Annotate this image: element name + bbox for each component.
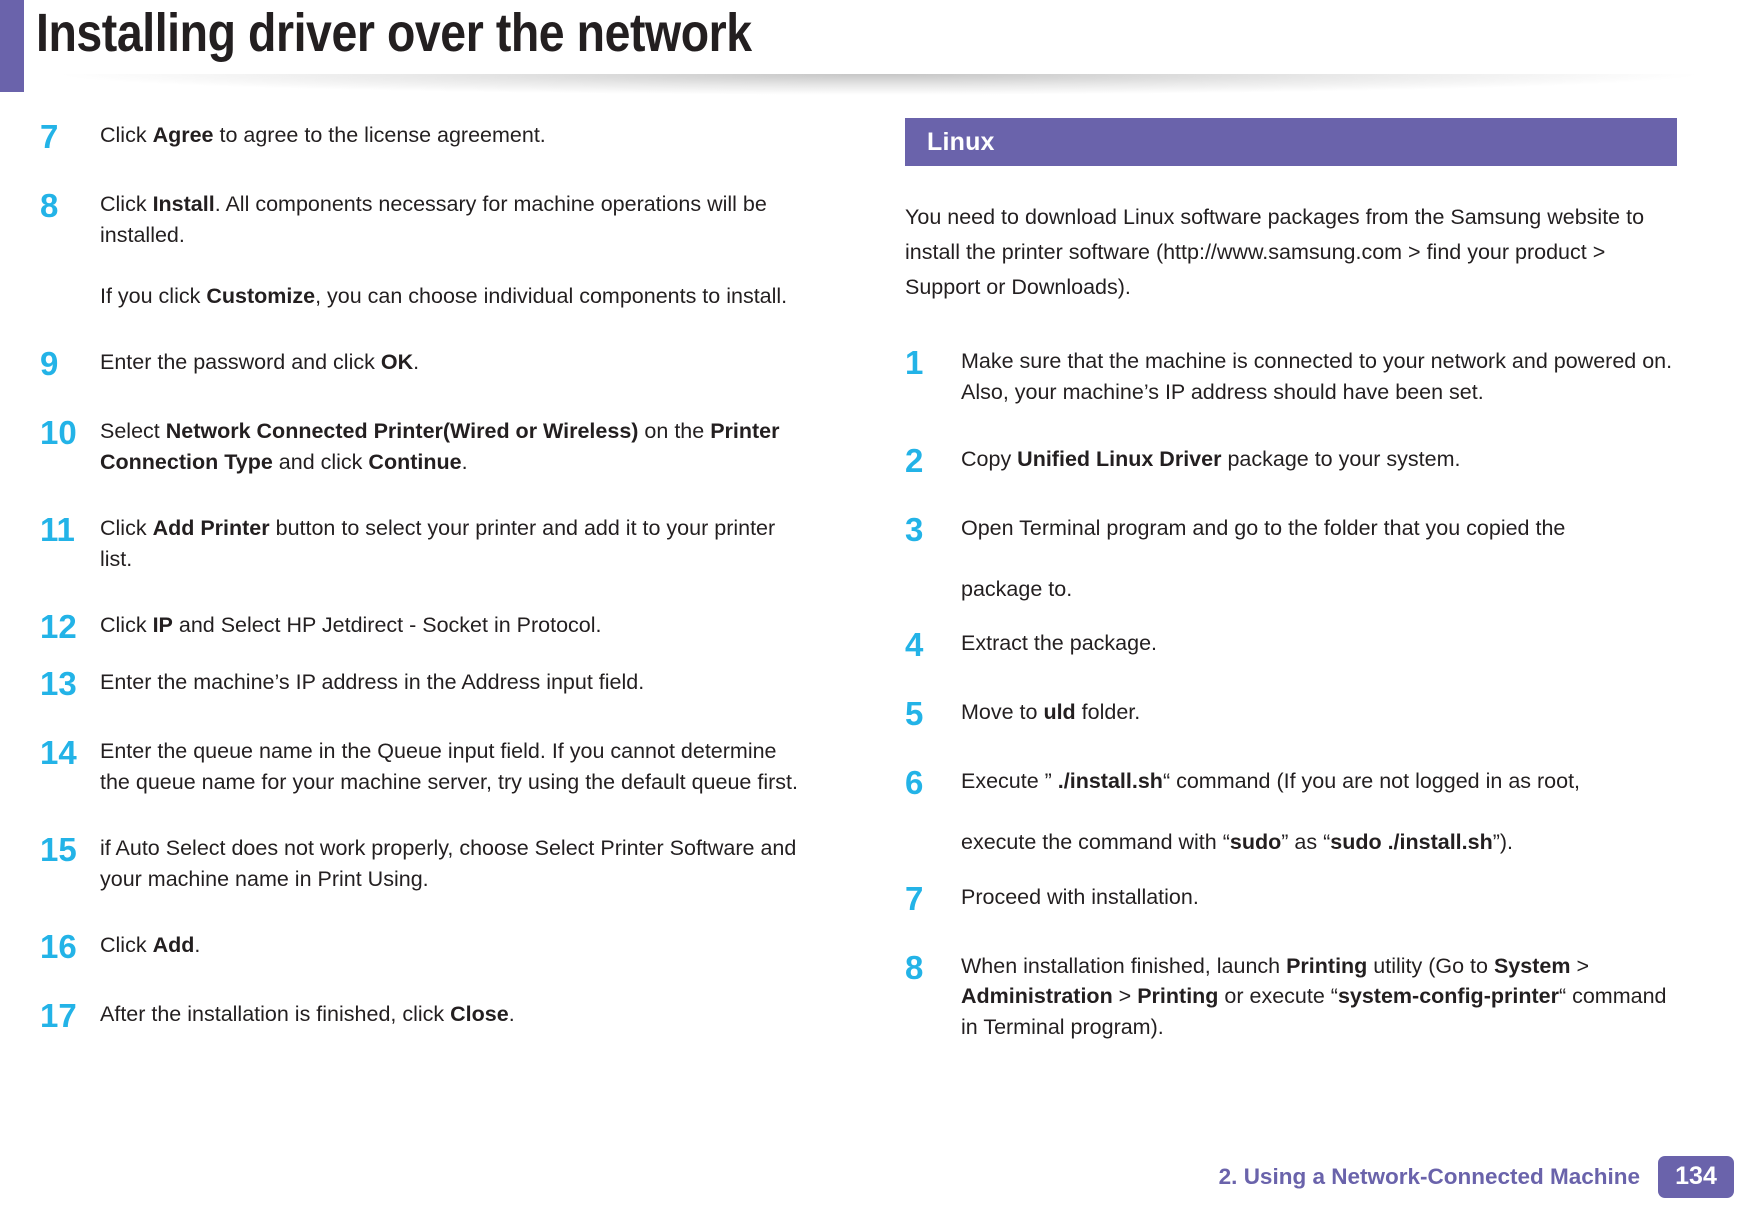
step-text: Enter the machine’s IP address in the Ad… [100, 670, 645, 695]
step-number: 15 [40, 831, 77, 869]
left-step-list: 7 Click Agree to agree to the license agr… [40, 118, 870, 1032]
step-text: When installation finished, launch Print… [961, 953, 1667, 1039]
step-item: 8 When installation finished, launch Prin… [905, 949, 1705, 1043]
step-text: Move to uld folder. [961, 700, 1141, 725]
step-text: Proceed with installation. [961, 884, 1199, 909]
step-number: 8 [905, 948, 924, 986]
step-number: 3 [905, 510, 924, 548]
step-number: 9 [40, 345, 59, 383]
step-item: 11 Click Add Printer button to select yo… [40, 511, 870, 574]
step-text: Select Network Connected Printer(Wired o… [100, 419, 780, 474]
step-item: 12 Click IP and Select HP Jetdirect - Soc… [40, 608, 870, 643]
step-number: 11 [40, 511, 75, 549]
step-text: Enter the queue name in the Queue input … [100, 739, 798, 794]
page-footer: 2. Using a Network-Connected Machine 134 [0, 1156, 1748, 1208]
step-number: 5 [905, 695, 924, 733]
step-item: 15 if Auto Select does not work properly,… [40, 831, 870, 894]
step-number: 13 [40, 665, 77, 703]
header-accent-bar [0, 0, 24, 92]
step-item: 5 Move to uld folder. [905, 695, 1705, 730]
step-number: 1 [905, 344, 924, 382]
footer-page-number: 134 [1658, 1156, 1734, 1198]
step-text: Extract the package. [961, 631, 1157, 656]
step-item: 8 Click Install. All components necessary… [40, 187, 870, 311]
step-item: 3 Open Terminal program and go to the fol… [905, 511, 1705, 605]
step-number: 7 [40, 118, 59, 155]
step-text: Click IP and Select HP Jetdirect - Socke… [100, 613, 602, 638]
page-content: 7 Click Agree to agree to the license agr… [0, 118, 1748, 1118]
step-item: 9 Enter the password and click OK. [40, 345, 870, 380]
section-heading-linux: Linux [905, 118, 1677, 166]
step-item: 16 Click Add. [40, 928, 870, 963]
step-text: Click Add Printer button to select your … [100, 516, 776, 571]
step-item: 13 Enter the machine’s IP address in the … [40, 665, 870, 700]
step-item: 4 Extract the package. [905, 626, 1705, 661]
step-text: Click Agree to agree to the license agre… [100, 123, 546, 147]
step-number: 14 [40, 734, 77, 772]
step-text: Click Install. All components necessary … [100, 192, 788, 308]
right-step-list: 1 Make sure that the machine is connected… [905, 344, 1705, 1042]
step-number: 6 [905, 764, 924, 802]
step-number: 2 [905, 441, 924, 479]
step-item: 6 Execute ” ./install.sh“ command (If you… [905, 764, 1705, 858]
step-number: 16 [40, 928, 77, 966]
header-divider-shadow [24, 74, 1734, 100]
step-item: 7 Click Agree to agree to the license agr… [40, 118, 870, 153]
footer-chapter-label: 2. Using a Network-Connected Machine [1218, 1164, 1640, 1189]
step-item: 17 After the installation is finished, cl… [40, 997, 870, 1032]
step-number: 10 [40, 414, 77, 452]
step-item: 14 Enter the queue name in the Queue inpu… [40, 734, 870, 797]
step-text: if Auto Select does not work properly, c… [100, 836, 797, 891]
step-text: Open Terminal program and go to the fold… [961, 515, 1566, 601]
step-item: 7 Proceed with installation. [905, 880, 1705, 915]
step-text: Copy Unified Linux Driver package to you… [961, 446, 1461, 471]
step-number: 12 [40, 608, 77, 646]
step-text: Make sure that the machine is connected … [961, 349, 1673, 404]
section-heading-label: Linux [927, 127, 995, 156]
step-text: Click Add. [100, 933, 201, 958]
step-text: After the installation is finished, clic… [100, 1002, 515, 1027]
step-item: 2 Copy Unified Linux Driver package to yo… [905, 442, 1705, 477]
step-item: 1 Make sure that the machine is connected… [905, 344, 1705, 407]
right-column: Linux You need to download Linux softwar… [905, 118, 1705, 1064]
step-number: 17 [40, 997, 77, 1035]
step-text: Enter the password and click OK. [100, 350, 420, 375]
step-item: 10 Select Network Connected Printer(Wired… [40, 414, 870, 477]
step-number: 4 [905, 626, 924, 664]
footer-inner: 2. Using a Network-Connected Machine 134 [1219, 1156, 1734, 1198]
step-number: 7 [905, 879, 924, 917]
linux-intro-paragraph: You need to download Linux software pack… [905, 205, 1645, 299]
page-title: Installing driver over the network [36, 3, 752, 63]
step-number: 8 [40, 187, 59, 224]
page-header: Installing driver over the network [0, 0, 1748, 100]
left-column: 7 Click Agree to agree to the license agr… [40, 118, 870, 1054]
step-text: Execute ” ./install.sh“ command (If you … [961, 769, 1581, 855]
